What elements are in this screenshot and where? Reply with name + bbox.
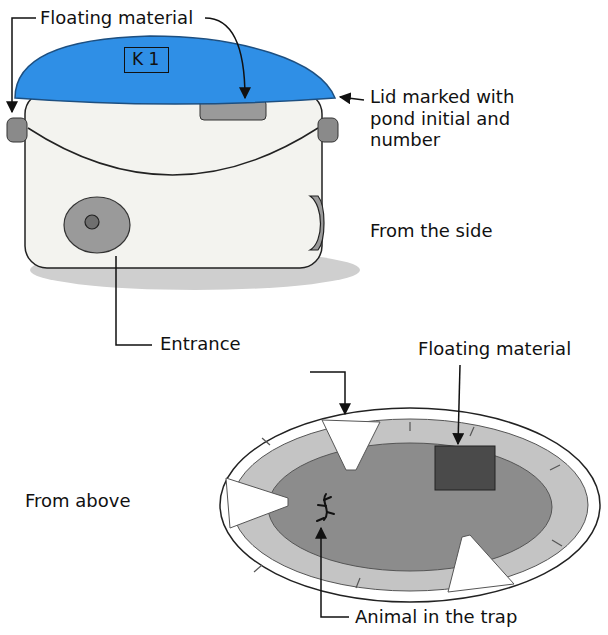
entrance-funnel <box>64 197 130 253</box>
leader-line <box>321 528 349 617</box>
entrance-hole <box>85 215 99 229</box>
leader-line <box>458 365 460 444</box>
entrance-funnel <box>322 420 380 470</box>
leader-line <box>116 256 152 345</box>
view-caption: From above <box>25 490 131 512</box>
leader-line <box>340 97 364 100</box>
trap-interior <box>268 443 552 571</box>
trap-body <box>25 92 322 268</box>
leader-line <box>12 18 36 112</box>
lid-marking: K 1 <box>124 47 169 73</box>
entrance-funnel <box>448 535 514 592</box>
handle-wire <box>28 128 318 175</box>
callout-label: Floating material <box>40 7 193 29</box>
lid <box>15 36 335 104</box>
entrance-funnel <box>226 478 288 528</box>
marking-text: K 1 <box>132 49 161 69</box>
ring-ticks <box>254 422 562 588</box>
animal <box>317 494 334 521</box>
side-entrance <box>310 196 324 250</box>
callout-label: Lid marked with pond initial and number <box>370 86 548 151</box>
callout-label: Entrance <box>160 333 241 355</box>
leader-line <box>310 372 345 414</box>
floating-material <box>435 446 495 490</box>
handle-mount <box>7 118 27 142</box>
callout-label: Floating material <box>418 338 571 360</box>
callout-label: Animal in the trap <box>355 606 517 628</box>
handle-mount <box>318 118 338 142</box>
leader-line <box>205 18 245 98</box>
view-caption: From the side <box>370 220 492 242</box>
trap-rim <box>220 408 600 602</box>
